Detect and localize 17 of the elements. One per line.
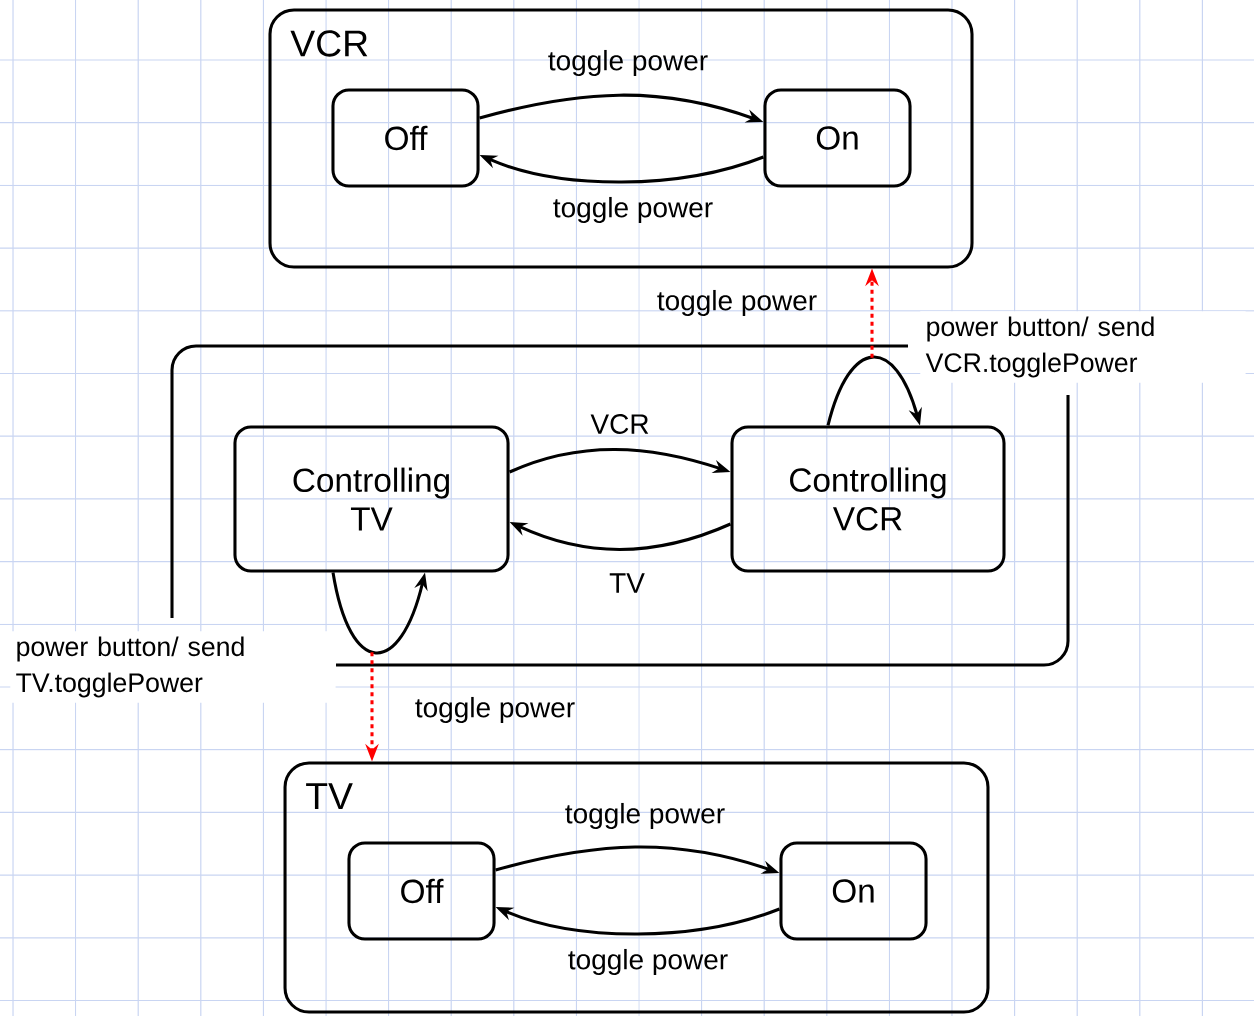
edge-label: power button/ send VCR.togglePower — [920, 311, 1246, 383]
state-box: On — [763, 88, 912, 188]
state-box: Off — [347, 841, 496, 941]
edge-label: toggle power — [657, 289, 817, 317]
edge-label: toggle power — [565, 802, 725, 830]
edge-label: TV — [609, 573, 645, 593]
edge-label: power button/ send TV.togglePower — [10, 631, 336, 703]
state-box: Off — [331, 88, 480, 188]
edge-label: toggle power — [548, 49, 708, 77]
state-box: On — [779, 841, 928, 941]
edge-label: toggle power — [568, 948, 728, 976]
edge-label: toggle power — [553, 196, 713, 224]
state-box: Controlling TV — [233, 425, 510, 573]
edge-label: VCR — [590, 414, 649, 434]
state-box: Controlling VCR — [730, 425, 1006, 573]
edge-label: toggle power — [415, 696, 575, 724]
self-loop-arrow — [826, 355, 922, 426]
